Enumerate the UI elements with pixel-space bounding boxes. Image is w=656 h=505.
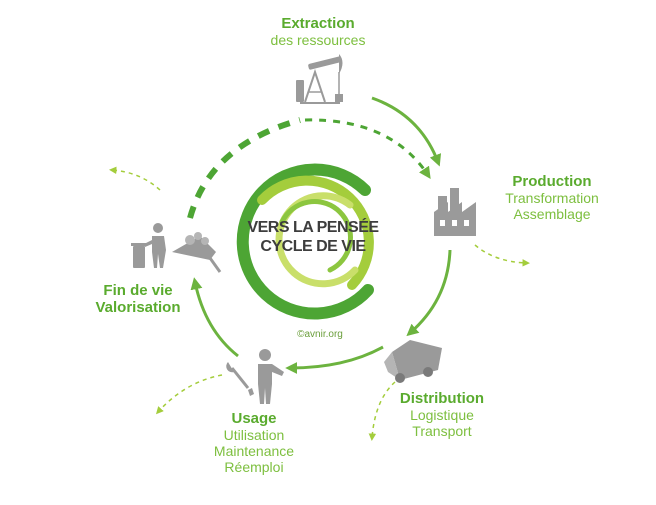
scoop-icon (172, 232, 222, 273)
stage-usage: Usage Utilisation Maintenance Réemploi (190, 410, 318, 476)
arrow-usage-to-fin (190, 277, 239, 358)
factory-icon (434, 188, 476, 236)
stage-production: Production Transformation Assemblage (482, 173, 622, 222)
cycle-arrows (190, 96, 452, 374)
center-title: VERS LA PENSÉE CYCLE DE VIE (228, 218, 398, 256)
stage-usage-line: Réemploi (224, 459, 284, 476)
stage-usage-line: Maintenance (213, 443, 295, 460)
center-title-line2: CYCLE DE VIE (260, 238, 366, 256)
stage-usage-title: Usage (231, 410, 277, 427)
person-trash-icon (131, 223, 166, 268)
outward-arrows (109, 166, 530, 441)
stage-extraction-title: Extraction (281, 15, 355, 32)
stage-extraction-line: des ressources (270, 32, 366, 49)
oil-pump-icon (296, 54, 343, 104)
stage-fin-de-vie-title: Fin de vie (103, 282, 173, 299)
credit-text: ©avnir.org (297, 329, 343, 340)
arrow-extraction-to-production (371, 96, 442, 167)
recycling-arc (187, 117, 431, 219)
stage-production-line: Assemblage (513, 206, 591, 223)
stage-production-line: Transformation (505, 190, 599, 207)
stage-distribution-title: Distribution (399, 390, 485, 407)
stage-extraction: Extraction des ressources (238, 15, 398, 48)
stage-distribution-line: Logistique (410, 407, 474, 424)
stage-distribution-line: Transport (412, 423, 472, 440)
stage-distribution: Distribution Logistique Transport (372, 390, 512, 439)
truck-icon (384, 340, 442, 383)
center-title-line1: VERS LA PENSÉE (247, 219, 379, 236)
stage-usage-line: Utilisation (223, 427, 285, 444)
stage-production-title: Production (512, 173, 592, 190)
person-wrench-icon (226, 349, 284, 404)
arrow-production-to-distribution (406, 249, 452, 337)
center-swirl (236, 163, 374, 320)
stage-fin-de-vie-line: Valorisation (95, 299, 181, 317)
arrow-distribution-to-usage (285, 345, 384, 374)
stage-fin-de-vie: Fin de vie Valorisation (78, 282, 198, 317)
